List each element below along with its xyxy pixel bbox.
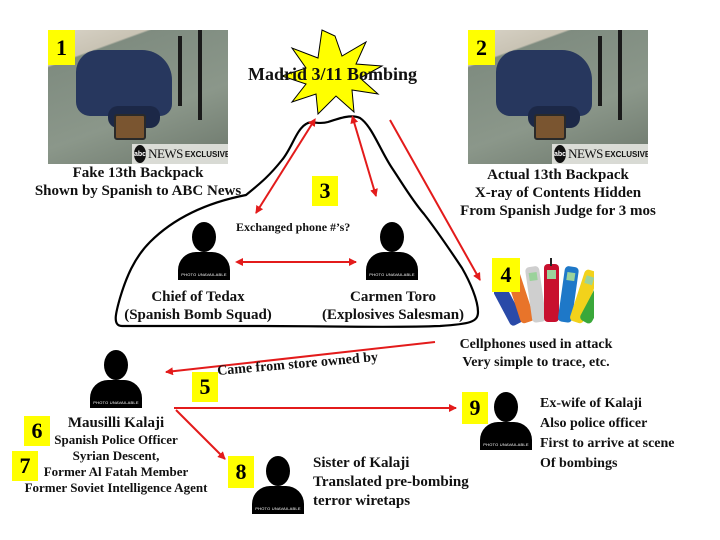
arrow-bombing-to-toro: [350, 115, 378, 197]
abc-logo-icon: abc: [134, 145, 147, 163]
phone-icon: [525, 266, 546, 323]
fake-backpack-caption: Fake 13th Backpack Shown by Spanish to A…: [34, 165, 242, 199]
fake-backpack-photo: abc NEWS EXCLUSIVE: [48, 30, 228, 164]
badge-6: 6: [24, 416, 50, 446]
abc-news-exclusive-logo: abc NEWS EXCLUSIVE: [132, 144, 228, 164]
badge-8: 8: [228, 456, 254, 488]
person-mausilli-kalaji: PHOTO UNAVAILABLE: [90, 350, 142, 408]
toro-caption: Carmen Toro (Explosives Salesman): [321, 289, 465, 323]
conspiracy-outline: [114, 115, 480, 328]
person-carmen-toro: PHOTO UNAVAILABLE: [366, 222, 418, 280]
arrow-bombing-to-tedax: [255, 118, 316, 214]
badge-9: 9: [462, 392, 488, 424]
phone-icon: [570, 269, 594, 324]
abc-news-exclusive-logo: abc NEWS EXCLUSIVE: [552, 144, 648, 164]
arrow-cellphones-to-kalaji: [165, 341, 436, 376]
abc-logo-icon: abc: [554, 145, 567, 163]
badge-3: 3: [312, 176, 338, 206]
arrow-kalaji-to-sister: [175, 409, 226, 460]
arrow-bombing-to-cellphones: [389, 119, 481, 281]
explosion-burst: [280, 29, 384, 116]
kalaji-caption: Mausilli Kalaji Spanish Police Officer S…: [24, 415, 208, 495]
phone-icon: [580, 275, 594, 324]
diagram-title: Madrid 3/11 Bombing: [248, 64, 418, 84]
person-ex-wife-of-kalaji: PHOTO UNAVAILABLE: [480, 392, 532, 450]
sister-caption: Sister of Kalaji Translated pre-bombing …: [313, 455, 469, 509]
badge-1: 1: [48, 30, 75, 65]
ex-wife-caption: Ex-wife of Kalaji Also police officer Fi…: [540, 396, 675, 471]
phone-icon: [558, 266, 579, 323]
cellphones-caption: Cellphones used in attack Very simple to…: [459, 337, 613, 370]
person-sister-of-kalaji: PHOTO UNAVAILABLE: [252, 456, 304, 514]
badge-7: 7: [12, 451, 38, 481]
badge-2: 2: [468, 30, 495, 65]
person-chief-of-tedax: PHOTO UNAVAILABLE: [178, 222, 230, 280]
badge-4: 4: [492, 258, 520, 292]
exchanged-phones-label: Exchanged phone #’s?: [236, 220, 351, 234]
tedax-caption: Chief of Tedax (Spanish Bomb Squad): [124, 289, 272, 323]
badge-5: 5: [192, 372, 218, 402]
phone-icon: [544, 258, 559, 322]
actual-backpack-photo: abc NEWS EXCLUSIVE: [468, 30, 648, 164]
actual-backpack-caption: Actual 13th Backpack X-ray of Contents H…: [460, 167, 656, 219]
